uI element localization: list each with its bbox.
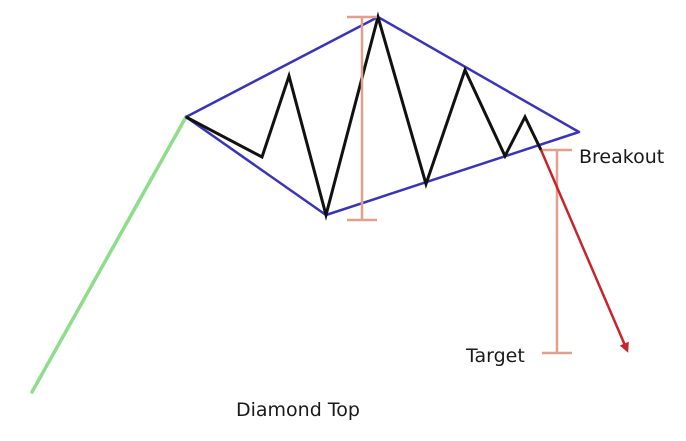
breakdown-arrow [539,149,629,353]
pattern-height-bracket [347,15,377,222]
target-label: Target [465,345,525,367]
price-zigzag [185,11,543,221]
breakout-label: Breakout [579,146,664,168]
uptrend-line [30,115,188,394]
target-projection-bracket [542,148,572,355]
diagram-caption: Diamond Top [236,399,360,421]
diamond-outline [184,15,581,217]
